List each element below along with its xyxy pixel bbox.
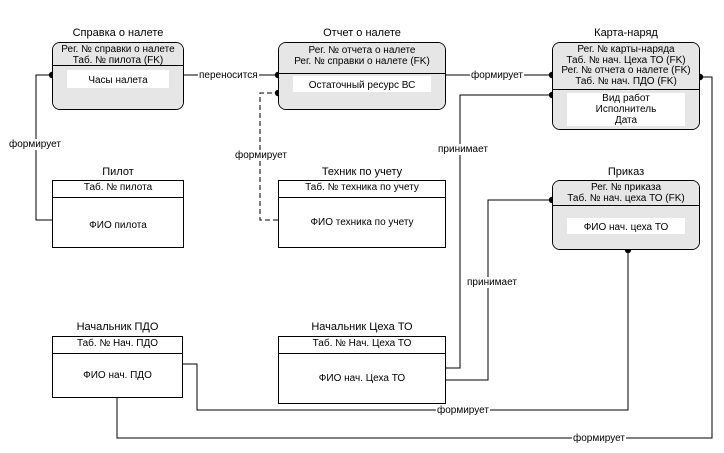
entity-spravka-keys: Рег. № справки о налете Таб. № пилота (F… [53,43,183,66]
key-field: Рег. № отчета о налете (FK) [561,65,691,76]
label-otchet-karta: формирует [470,70,524,81]
attribute-field: Дата [614,115,638,126]
entity-nach-pdo[interactable]: Таб. № Нач. ПДО ФИО нач. ПДО [52,336,183,398]
label-pilot-spravka: формирует [8,139,62,150]
link-pdo-prikaz [183,250,629,411]
entity-pilot[interactable]: Таб. № пилота ФИО пилота [52,180,184,248]
entity-spravka[interactable]: Рег. № справки о налете Таб. № пилота (F… [52,42,184,110]
entity-title-prikaz: Приказ [607,166,645,178]
entity-karta[interactable]: Рег. № карты-наряда Таб. № нач. Цеха ТО … [552,42,700,130]
attribute-field: ФИО пилота [89,220,147,231]
attribute-field: Часы налета [88,75,148,86]
attribute-field: ФИО техника по учету [310,217,414,228]
entity-title-karta: Карта-наряд [594,27,658,39]
key-field: Рег. № отчета о налете [308,45,416,56]
key-field: Таб. № Нач. Цеха ТО [312,338,412,349]
attribute-field: ФИО нач. ПДО [83,370,152,381]
entity-tehnik-keys: Таб. № техника по учету [279,181,445,198]
key-field: Рег. № приказа [590,182,662,193]
entity-title-tehnik: Техник по учету [321,166,403,178]
entity-nach-ceha-keys: Таб. № Нач. Цеха ТО [279,337,445,354]
entity-karta-attrs: Вид работ Исполнитель Дата [553,90,699,129]
entity-karta-keys: Рег. № карты-наряда Таб. № нач. Цеха ТО … [553,43,699,90]
key-field: Таб. № Нач. ПДО [76,338,159,349]
entity-spravka-attrs: Часы налета [53,66,183,109]
label-pdo-prikaz: формирует [436,405,490,416]
entity-title-nach-ceha: Начальник Цеха ТО [311,321,413,333]
key-field: Таб. № пилота [83,182,153,193]
entity-nach-pdo-keys: Таб. № Нач. ПДО [53,337,182,354]
attribute-field: Исполнитель [595,104,657,115]
entity-title-spravka: Справка о налете [72,27,164,39]
key-field: Таб. № нач. ПДО (FK) [575,75,677,87]
link-ceha-karta [446,94,552,369]
entity-nach-ceha[interactable]: Таб. № Нач. Цеха ТО ФИО нач. Цеха ТО [278,336,446,404]
entity-title-otchet: Отчет о налете [323,27,401,39]
key-field: Таб. № пилота (FK) [72,54,164,66]
attribute-field: Вид работ [602,93,650,104]
key-field: Таб. № нач. Цеха ТО (FK) [566,54,686,66]
entity-otchet-attrs: Остаточный ресурс ВС [279,74,445,109]
attribute-field: ФИО нач. Цеха ТО [318,373,406,384]
entity-otchet[interactable]: Рег. № отчета о налете Рег. № справки о … [278,42,446,110]
key-field: Рег. № карты-наряда [577,44,675,55]
attribute-field: ФИО нач. цеха ТО [583,222,669,233]
label-pdo-karta: формирует [572,433,626,444]
key-field: Таб. № техника по учету [305,182,419,193]
label-ceha-prikaz: принимает [466,277,518,288]
entity-prikaz-attrs: ФИО нач. цеха ТО [553,206,699,249]
link-pdo-karta [116,76,713,439]
label-spravka-otchet: переносится [198,70,259,81]
entity-prikaz-keys: Рег. № приказа Таб. № нач. цеха ТО (FK) [553,181,699,206]
entity-prikaz[interactable]: Рег. № приказа Таб. № нач. цеха ТО (FK) … [552,180,700,250]
entity-tehnik[interactable]: Таб. № техника по учету ФИО техника по у… [278,180,446,248]
entity-otchet-keys: Рег. № отчета о налете Рег. № справки о … [279,43,445,74]
link-ceha-prikaz [446,199,552,381]
key-field: Рег. № справки о налете (FK) [294,55,430,67]
entity-title-nach-pdo: Начальник ПДО [76,321,159,333]
entity-title-pilot: Пилот [102,166,134,178]
label-tehnik-otchet: формирует [234,150,288,161]
label-ceha-karta: принимает [437,144,489,155]
key-field: Рег. № справки о налете [61,44,175,55]
entity-pilot-keys: Таб. № пилота [53,181,183,198]
key-field: Таб. № нач. цеха ТО (FK) [567,192,685,204]
attribute-field: Остаточный ресурс ВС [308,80,416,91]
